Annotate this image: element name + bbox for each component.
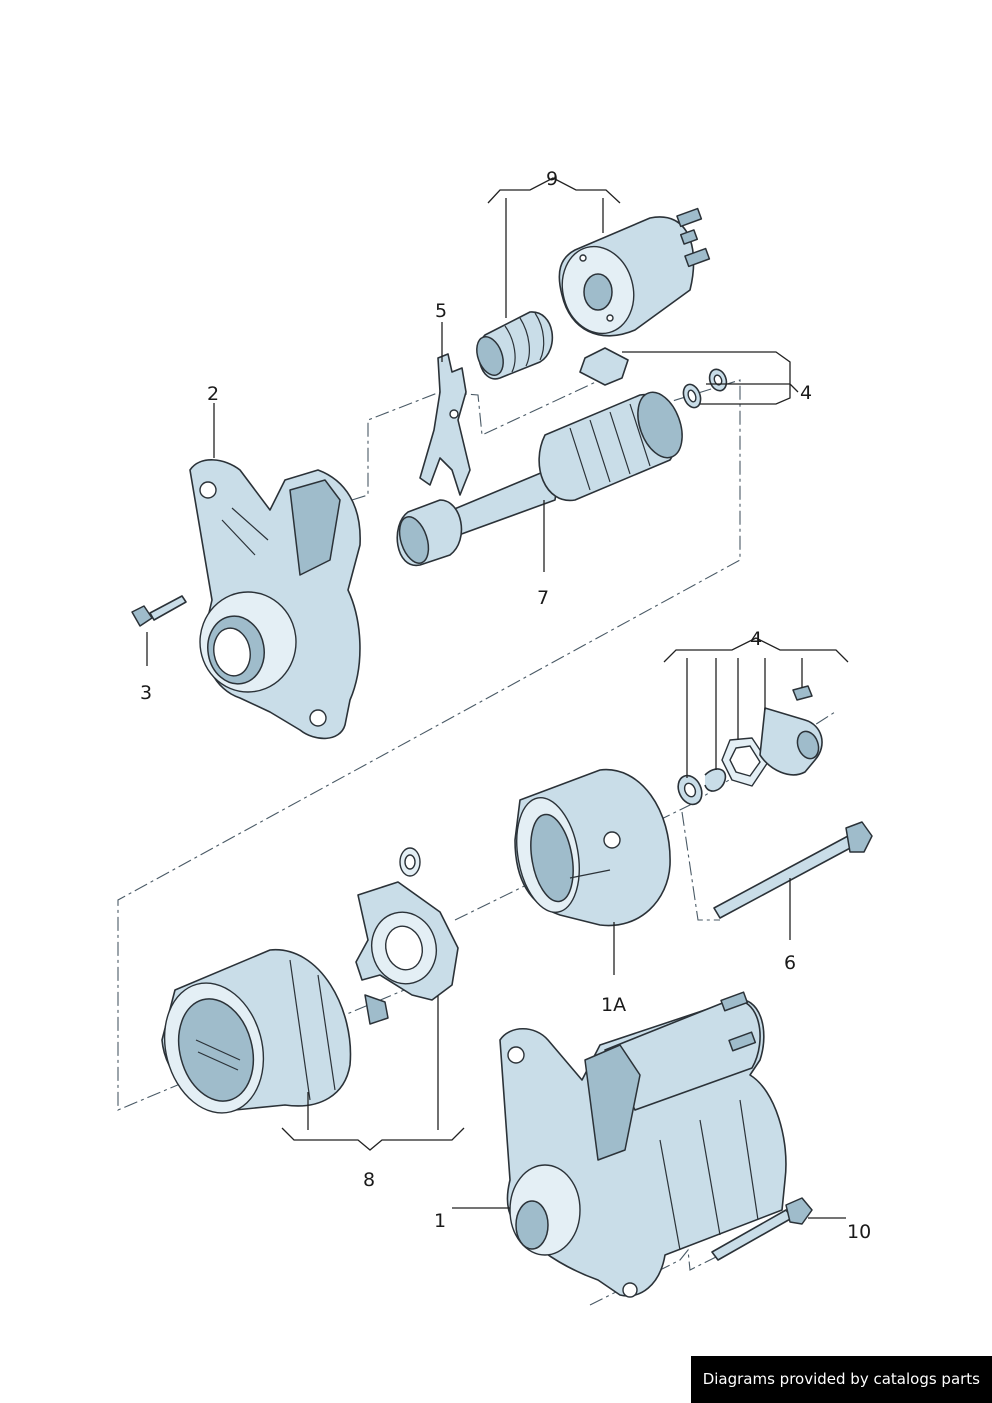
part-8-stator-yoke[interactable] <box>151 949 352 1124</box>
part-10-bolt[interactable] <box>711 1197 813 1261</box>
part-2-drive-end-bracket[interactable] <box>189 459 361 740</box>
callout-1a: 1A <box>601 994 626 1016</box>
part-1-starter-assembly[interactable] <box>499 991 787 1298</box>
callout-labels: 9 5 2 4 7 4 3 6 1A 8 1 10 <box>140 168 871 1243</box>
part-9-solenoid[interactable] <box>553 207 711 342</box>
part-1a-end-cover[interactable] <box>508 768 671 927</box>
callout-8: 8 <box>363 1169 375 1191</box>
part-6-through-bolt[interactable] <box>713 821 873 919</box>
callout-1: 1 <box>434 1210 446 1232</box>
leader-lines <box>146 177 849 1219</box>
callout-4-middle: 4 <box>750 628 762 650</box>
part-7-armature[interactable] <box>394 386 690 567</box>
part-4-clip[interactable] <box>579 347 629 386</box>
callout-5: 5 <box>435 300 447 322</box>
callout-9: 9 <box>546 168 558 190</box>
part-5-engaging-lever[interactable] <box>419 353 471 496</box>
part-9-plunger[interactable] <box>472 311 554 380</box>
part-4-seal-set[interactable] <box>674 685 823 808</box>
callout-3: 3 <box>140 682 152 704</box>
part-3-bolt[interactable] <box>131 595 187 627</box>
callout-2: 2 <box>207 383 219 405</box>
part-4-washers[interactable] <box>680 367 729 410</box>
callout-6: 6 <box>784 952 796 974</box>
diagram-credit-label: Diagrams provided by catalogs parts <box>690 1356 992 1403</box>
part-8-brush-holder[interactable] <box>355 847 459 1025</box>
callout-10: 10 <box>847 1221 871 1243</box>
callout-4-top: 4 <box>800 382 812 404</box>
callout-7: 7 <box>537 587 549 609</box>
